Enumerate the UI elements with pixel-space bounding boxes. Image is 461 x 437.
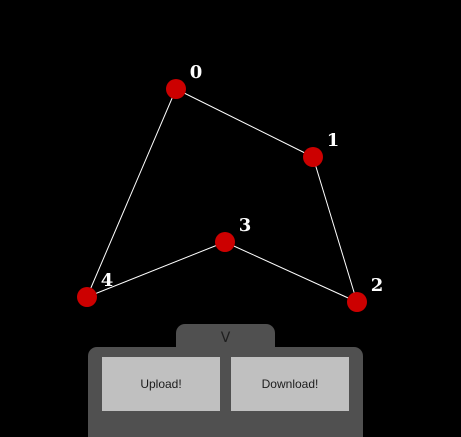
vertex-3[interactable] xyxy=(215,232,235,252)
vertex-2[interactable] xyxy=(347,292,367,312)
edge-4-0 xyxy=(86,88,177,298)
vertex-label-3: 3 xyxy=(239,215,252,236)
labels-layer: 0 1 2 3 4 xyxy=(101,62,384,296)
vertex-label-1: 1 xyxy=(327,130,340,151)
control-panel: Upload! Download! xyxy=(88,347,363,437)
nodes-layer xyxy=(77,79,367,312)
vertex-1[interactable] xyxy=(303,147,323,167)
edge-0-1 xyxy=(175,88,314,158)
edge-1-2 xyxy=(312,156,358,303)
vertex-0[interactable] xyxy=(166,79,186,99)
graph-canvas[interactable]: 0 1 2 3 4 xyxy=(0,0,461,423)
vertex-4[interactable] xyxy=(77,287,97,307)
panel-toggle-label: V xyxy=(220,330,231,346)
upload-button[interactable]: Upload! xyxy=(102,357,220,411)
edge-2-3 xyxy=(224,241,358,303)
vertex-label-4: 4 xyxy=(101,270,114,291)
vertex-label-0: 0 xyxy=(190,62,203,83)
edges-layer xyxy=(86,88,358,303)
download-button[interactable]: Download! xyxy=(231,357,349,411)
vertex-label-2: 2 xyxy=(371,275,384,296)
edge-3-4 xyxy=(86,241,226,298)
